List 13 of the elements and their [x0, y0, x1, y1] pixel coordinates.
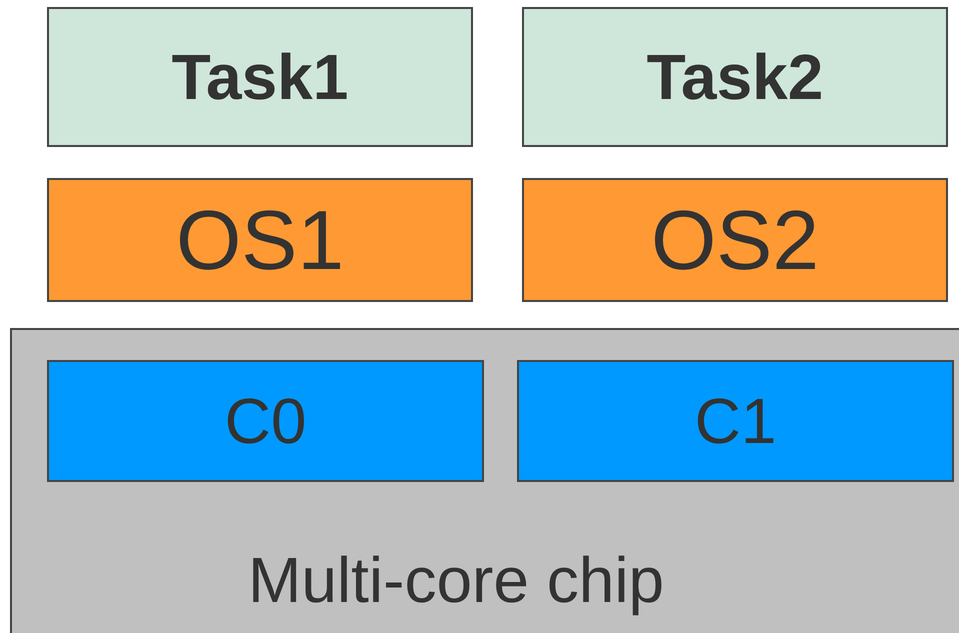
task-label: Task1 — [172, 45, 348, 109]
os-box — [47, 178, 473, 302]
os-label: OS2 — [650, 198, 820, 282]
task-box — [47, 7, 473, 147]
core-label: C0 — [224, 389, 306, 453]
core-box — [517, 360, 954, 482]
task-box — [522, 7, 948, 147]
core-label: C1 — [694, 389, 776, 453]
os-box — [522, 178, 948, 302]
chip-box — [10, 328, 959, 633]
task-label: Task2 — [646, 45, 824, 109]
core-box — [47, 360, 484, 482]
os-label: OS1 — [176, 198, 344, 282]
